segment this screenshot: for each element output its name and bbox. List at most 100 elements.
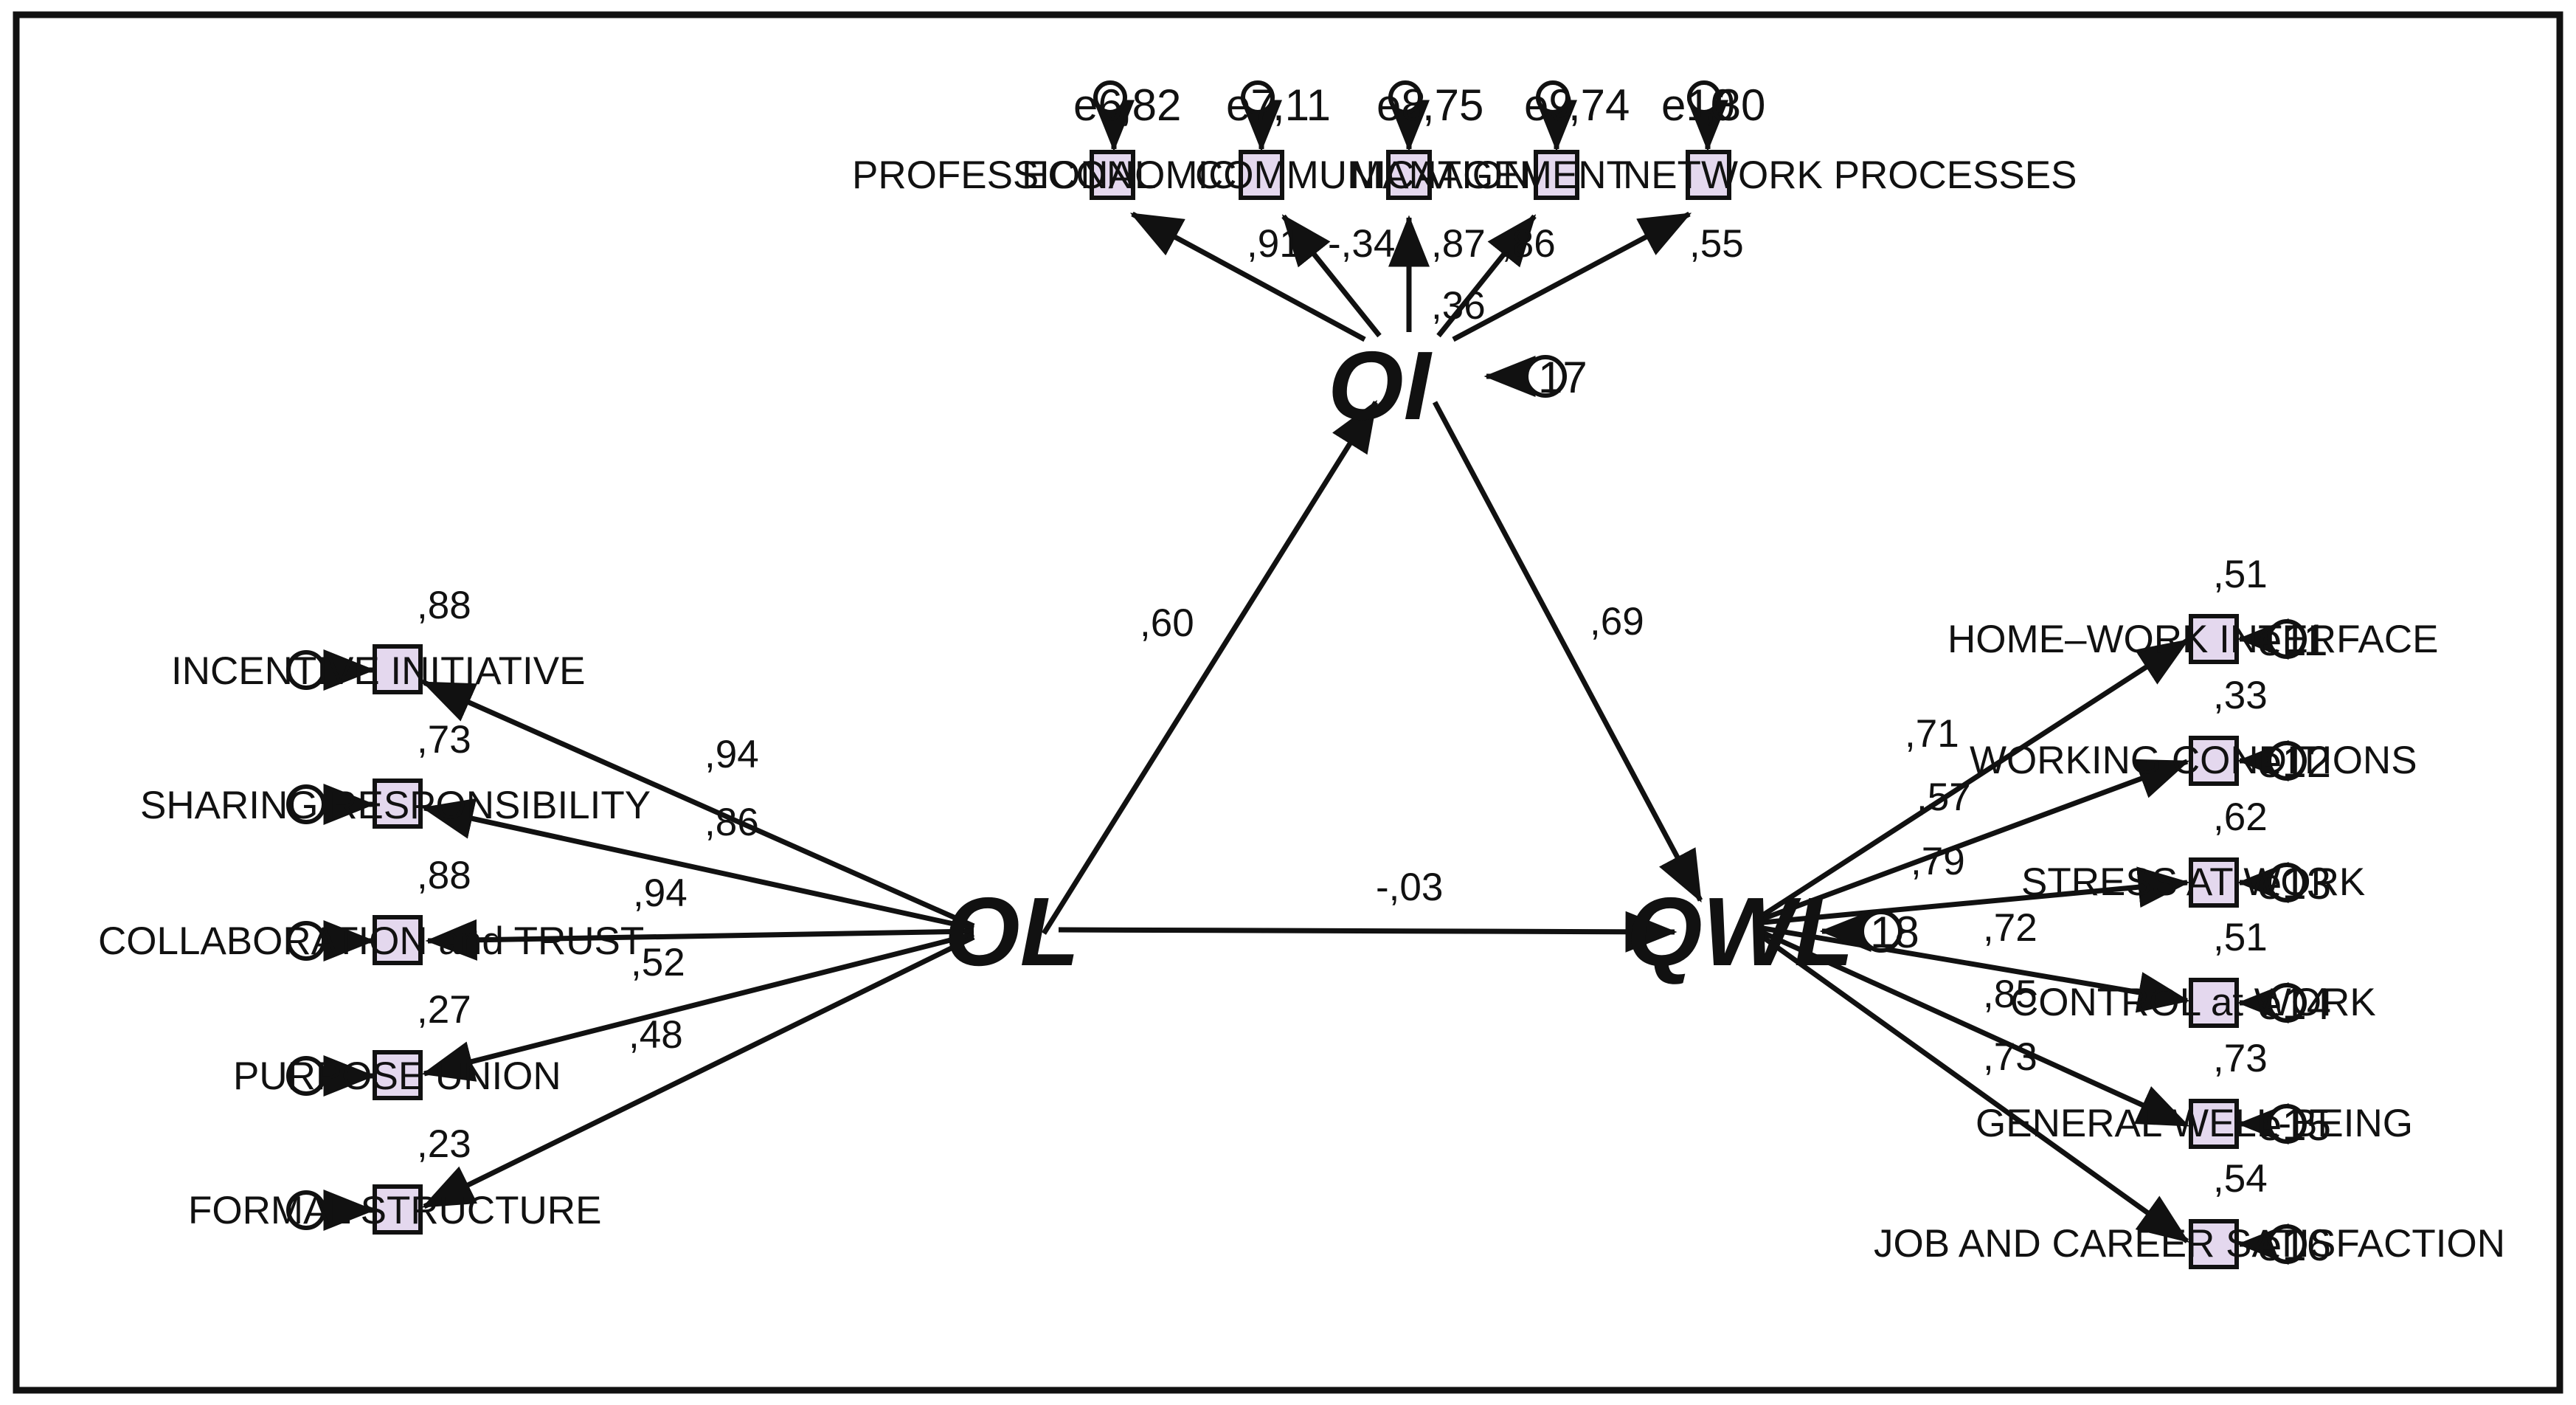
indicator-box — [2189, 978, 2239, 1028]
qwl-residual-circle — [1860, 910, 1902, 953]
error-label: e15 — [2257, 1100, 2331, 1150]
indicator-r2: ,30 — [1704, 80, 1765, 130]
path-ol-to-oi — [1042, 400, 1378, 935]
indicator-loading: ,94 — [633, 871, 688, 915]
qwl-block: e11 e12 e13 e14 e15 e16 HOME–WORK INTERF… — [1627, 553, 2505, 1270]
indicator-r2: ,73 — [2213, 1037, 2268, 1080]
indicator-label: NETWORK PROCESSES — [1623, 153, 2077, 197]
indicator-loading: ,55 — [1689, 222, 1744, 266]
oi-extra-coef: ,36 — [1431, 284, 1486, 328]
indicator-box — [1239, 150, 1284, 200]
indicator-label: COMMUNICATION — [1195, 153, 1531, 197]
indicator-label: HOME–WORK INTERFACE — [1947, 618, 2439, 661]
error-label: e13 — [2257, 859, 2331, 908]
error-circle — [2267, 619, 2307, 659]
indicator-r2: ,73 — [417, 718, 471, 762]
indicator-loading: ,87 — [1431, 222, 1486, 266]
indicator-r2: ,88 — [417, 854, 471, 897]
error-label: e10 — [1661, 80, 1735, 130]
indicator-r2: ,51 — [2213, 916, 2268, 959]
indicator-r2: ,74 — [1568, 80, 1630, 130]
error-label: e8 — [1377, 80, 1426, 130]
path-ol-to-qwl — [1058, 911, 1677, 953]
qwl-residual-label: 18 — [1870, 908, 1919, 957]
indicator-r2: ,33 — [2213, 674, 2268, 717]
indicator-r2: ,88 — [417, 584, 471, 627]
indicator-label: PURPOSE UNION — [233, 1054, 561, 1098]
indicator-box — [2189, 736, 2239, 786]
indicator-loading: ,71 — [1905, 712, 1959, 756]
qwl-loading-arrow — [1761, 935, 2189, 1243]
ol-loading-arrow — [425, 919, 974, 961]
error-label: e12 — [2257, 737, 2331, 787]
indicator-label: CONTROL at WORK — [2010, 981, 2376, 1024]
error-circle — [1241, 80, 1275, 114]
indicator-box — [373, 779, 423, 829]
error-circle — [2267, 1104, 2307, 1144]
indicator-box — [2189, 614, 2239, 664]
coef-oi-qwl: ,69 — [1590, 600, 1644, 643]
indicator-loading: ,73 — [1983, 1035, 2037, 1079]
indicator-loading: ,91 — [1247, 222, 1301, 266]
error-label: e14 — [2257, 979, 2331, 1029]
oi-loading-arrow — [1281, 214, 1382, 338]
error-label: e16 — [2257, 1221, 2331, 1270]
qwl-loading-arrow — [1762, 759, 2190, 922]
error-circle — [2267, 1224, 2307, 1264]
error-circle — [1388, 80, 1422, 114]
indicator-r2: ,62 — [2213, 795, 2268, 839]
qwl-loading-arrow — [1762, 930, 2190, 1128]
ol-loading-arrow — [421, 931, 974, 1082]
structural-paths: ,60 ,69 -,03 — [1042, 400, 1703, 953]
indicator-label: MANAGEMENT — [1350, 153, 1630, 197]
indicator-loading: ,86 — [704, 801, 759, 844]
latent-ol: OL — [944, 877, 1079, 986]
indicator-loading: ,85 — [1983, 973, 2037, 1016]
ol-loading-arrow — [421, 798, 974, 931]
error-circle — [1093, 80, 1127, 114]
indicator-box — [373, 1184, 423, 1235]
oi-residual-label: 17 — [1538, 353, 1588, 402]
indicator-label: ECONOMIC — [1022, 153, 1237, 197]
latent-qwl: QWL — [1627, 877, 1854, 986]
oi-block: e6 ,82 e7 ,11 e8 ,75 e9 ,74 e10 ,30 PROF… — [852, 80, 2077, 440]
indicator-box — [1090, 150, 1135, 200]
error-circle — [1536, 80, 1570, 114]
coef-ol-oi: ,60 — [1140, 601, 1194, 645]
error-label: e7 — [1226, 80, 1275, 130]
indicator-label: PROFESSIONAL — [852, 153, 1156, 197]
error-label: e9 — [1524, 80, 1573, 130]
oi-loading-arrow — [1436, 214, 1537, 338]
error-circle — [2267, 863, 2307, 902]
error-circle — [1687, 80, 1721, 114]
indicator-label: FORMAL STRUCTURE — [188, 1189, 601, 1232]
indicator-loading: ,72 — [1983, 906, 2037, 950]
ol-loading-arrow — [421, 934, 975, 1209]
indicator-label: STRESS AT WORK — [2021, 860, 2365, 904]
indicator-r2: ,82 — [1120, 80, 1181, 130]
indicator-label: SHARING RESPONSIBILITY — [140, 784, 651, 827]
indicator-loading: ,94 — [704, 733, 759, 776]
indicator-label: WORKING CONDITIONS — [1970, 739, 2417, 782]
path-oi-to-qwl — [1432, 401, 1703, 903]
qwl-loading-arrow — [1762, 638, 2189, 917]
indicator-box — [2189, 1219, 2239, 1269]
indicator-loading: ,57 — [1917, 776, 1971, 819]
indicator-r2: ,54 — [2213, 1157, 2268, 1201]
coef-ol-qwl: -,03 — [1376, 866, 1443, 909]
error-circle — [2267, 983, 2307, 1023]
indicator-box — [1386, 150, 1432, 200]
error-label: e6 — [1073, 80, 1123, 130]
indicator-loading: ,79 — [1911, 840, 1965, 883]
indicator-box — [1686, 150, 1731, 200]
indicator-loading: -,34 — [1328, 222, 1395, 266]
indicator-r2: ,51 — [2213, 553, 2268, 596]
error-label: e11 — [2257, 615, 2328, 665]
ol-loading-arrow — [421, 680, 975, 929]
indicator-box — [373, 1050, 423, 1100]
oi-loading-arrow — [1129, 211, 1366, 342]
indicator-r2: ,75 — [1422, 80, 1483, 130]
indicator-box — [373, 644, 423, 694]
oi-residual-circle — [1524, 355, 1567, 398]
